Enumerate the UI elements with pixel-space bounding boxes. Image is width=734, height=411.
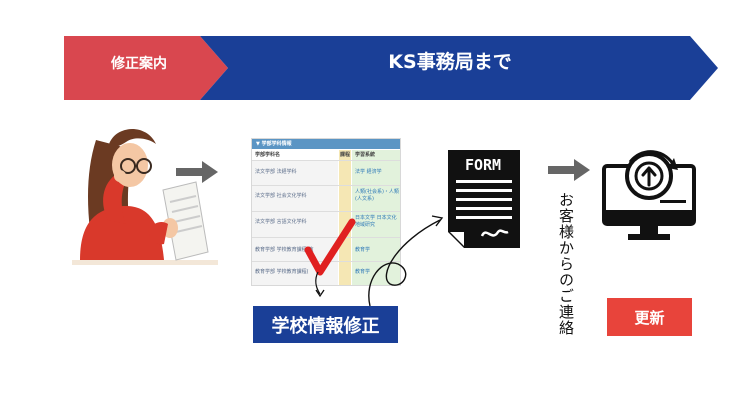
table-header-field: 学習系統 xyxy=(355,152,376,158)
table-row-name: 法文学部 法経学科 xyxy=(255,169,297,175)
person-reading-document-illustration xyxy=(72,129,218,265)
checkmark-icon xyxy=(304,215,444,307)
table-row-field: 教育学 xyxy=(355,247,371,253)
arrow-icon-1 xyxy=(176,161,218,183)
banner-step-1-label: 修正案内 xyxy=(111,56,167,72)
form-icon-label: FORM xyxy=(465,156,501,174)
process-banner xyxy=(64,36,718,100)
update-button[interactable]: 更新 xyxy=(607,298,692,336)
banner-step-2-label: KS事務局まで xyxy=(388,51,512,73)
arrow-icon-2 xyxy=(548,159,590,181)
school-info-edit-button[interactable]: 学校情報修正 xyxy=(253,306,398,343)
table-row-name: 法文学部 言語文化学科 xyxy=(255,219,307,225)
table-row-field: 日本文学 日本文化 地域研究 xyxy=(355,215,397,228)
customer-contact-text: お客様からのご連絡 xyxy=(557,192,575,336)
table-header-name: 学部学科名 xyxy=(255,152,281,158)
table-row-field: 法学 経済学 xyxy=(355,169,382,175)
table-row-field: 教育学 xyxy=(355,269,371,275)
banner-step-2 xyxy=(200,36,718,100)
table-header-course: 課程 xyxy=(340,152,351,158)
form-document-icon: FORM xyxy=(448,150,520,248)
banner-step-1 xyxy=(64,36,228,100)
computer-update-icon xyxy=(602,150,696,240)
table-row-name: 教育学部 学校教育課程(教 xyxy=(255,247,314,253)
table-row-name: 教育学部 学校教育課程( xyxy=(255,269,309,275)
table-row-field: 人類(社会系)・人類(人文系) xyxy=(355,189,399,202)
table-row-name: 法文学部 社会文化学科 xyxy=(255,193,307,199)
table-title: ▼ 学部学科情報 xyxy=(252,139,400,149)
